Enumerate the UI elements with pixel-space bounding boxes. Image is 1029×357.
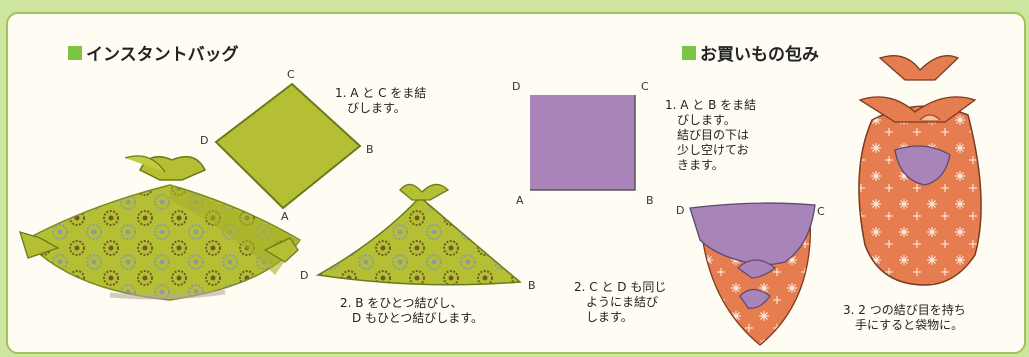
step-line: 2. B をひとつ結びし、: [340, 296, 463, 310]
step-line: 結び目の下は: [677, 128, 750, 142]
step-line: 1. A と C をま結: [335, 86, 427, 100]
shopping-wrap-step2-illustration: [689, 202, 816, 346]
shopping-wrap-step2: 2. C と D も同じ ようにま結び します。: [574, 280, 666, 325]
instant-bag-step2: 2. B をひとつ結びし、 D もひとつ結びします。: [340, 296, 483, 326]
step-line: びします。: [347, 101, 406, 115]
corner-label-d: D: [512, 80, 521, 93]
green-square-marker-icon: [68, 45, 82, 60]
instant-bag-title: インスタントバッグ: [68, 40, 239, 65]
instant-bag-step1: 1. A と C をま結 びします。: [335, 86, 426, 116]
step-line: 3. 2 つの結び目を持ち: [843, 303, 966, 317]
corner-label-c2: C: [817, 205, 825, 218]
shopping-wrap-step3: 3. 2 つの結び目を持ち 手にすると袋物に。: [843, 303, 966, 333]
step-line: D もひとつ結びします。: [352, 311, 484, 325]
instant-bag-folded-illustration: [315, 183, 522, 286]
corner-label-d: D: [200, 134, 209, 147]
shopping-wrap-finished-illustration: [858, 55, 982, 286]
corner-label-a: A: [281, 210, 289, 223]
step-line: 手にすると袋物に。: [855, 318, 964, 332]
shopping-wrap-step1: 1. A と B をま結 びします。 結び目の下は 少し空けてお きます。: [665, 98, 756, 173]
step-line: 1. A と B をま結: [665, 98, 757, 112]
instant-bag-title-text: インスタントバッグ: [86, 45, 239, 65]
corner-label-b2: B: [528, 279, 536, 292]
corner-label-b: B: [366, 143, 374, 156]
step-line: ようにま結び: [586, 295, 659, 309]
corner-label-a: A: [516, 194, 524, 207]
instant-bag-finished-illustration: [19, 155, 302, 301]
corner-label-c: C: [287, 68, 295, 81]
instant-bag-square-cloth: [214, 82, 362, 210]
step-line: きます。: [677, 158, 724, 172]
corner-label-b: B: [646, 194, 654, 207]
green-square-marker-icon: [682, 45, 696, 60]
shopping-wrap-title-text: お買いもの包み: [700, 45, 819, 65]
step-line: します。: [586, 310, 633, 324]
corner-label-c: C: [641, 80, 649, 93]
corner-label-d2: D: [676, 204, 685, 217]
step-line: 少し空けてお: [677, 143, 749, 157]
shopping-wrap-title: お買いもの包み: [682, 40, 819, 65]
shopping-wrap-square-cloth: [530, 95, 636, 193]
step-line: びします。: [677, 113, 736, 127]
corner-label-d2: D: [300, 269, 309, 282]
step-line: 2. C と D も同じ: [574, 280, 667, 294]
